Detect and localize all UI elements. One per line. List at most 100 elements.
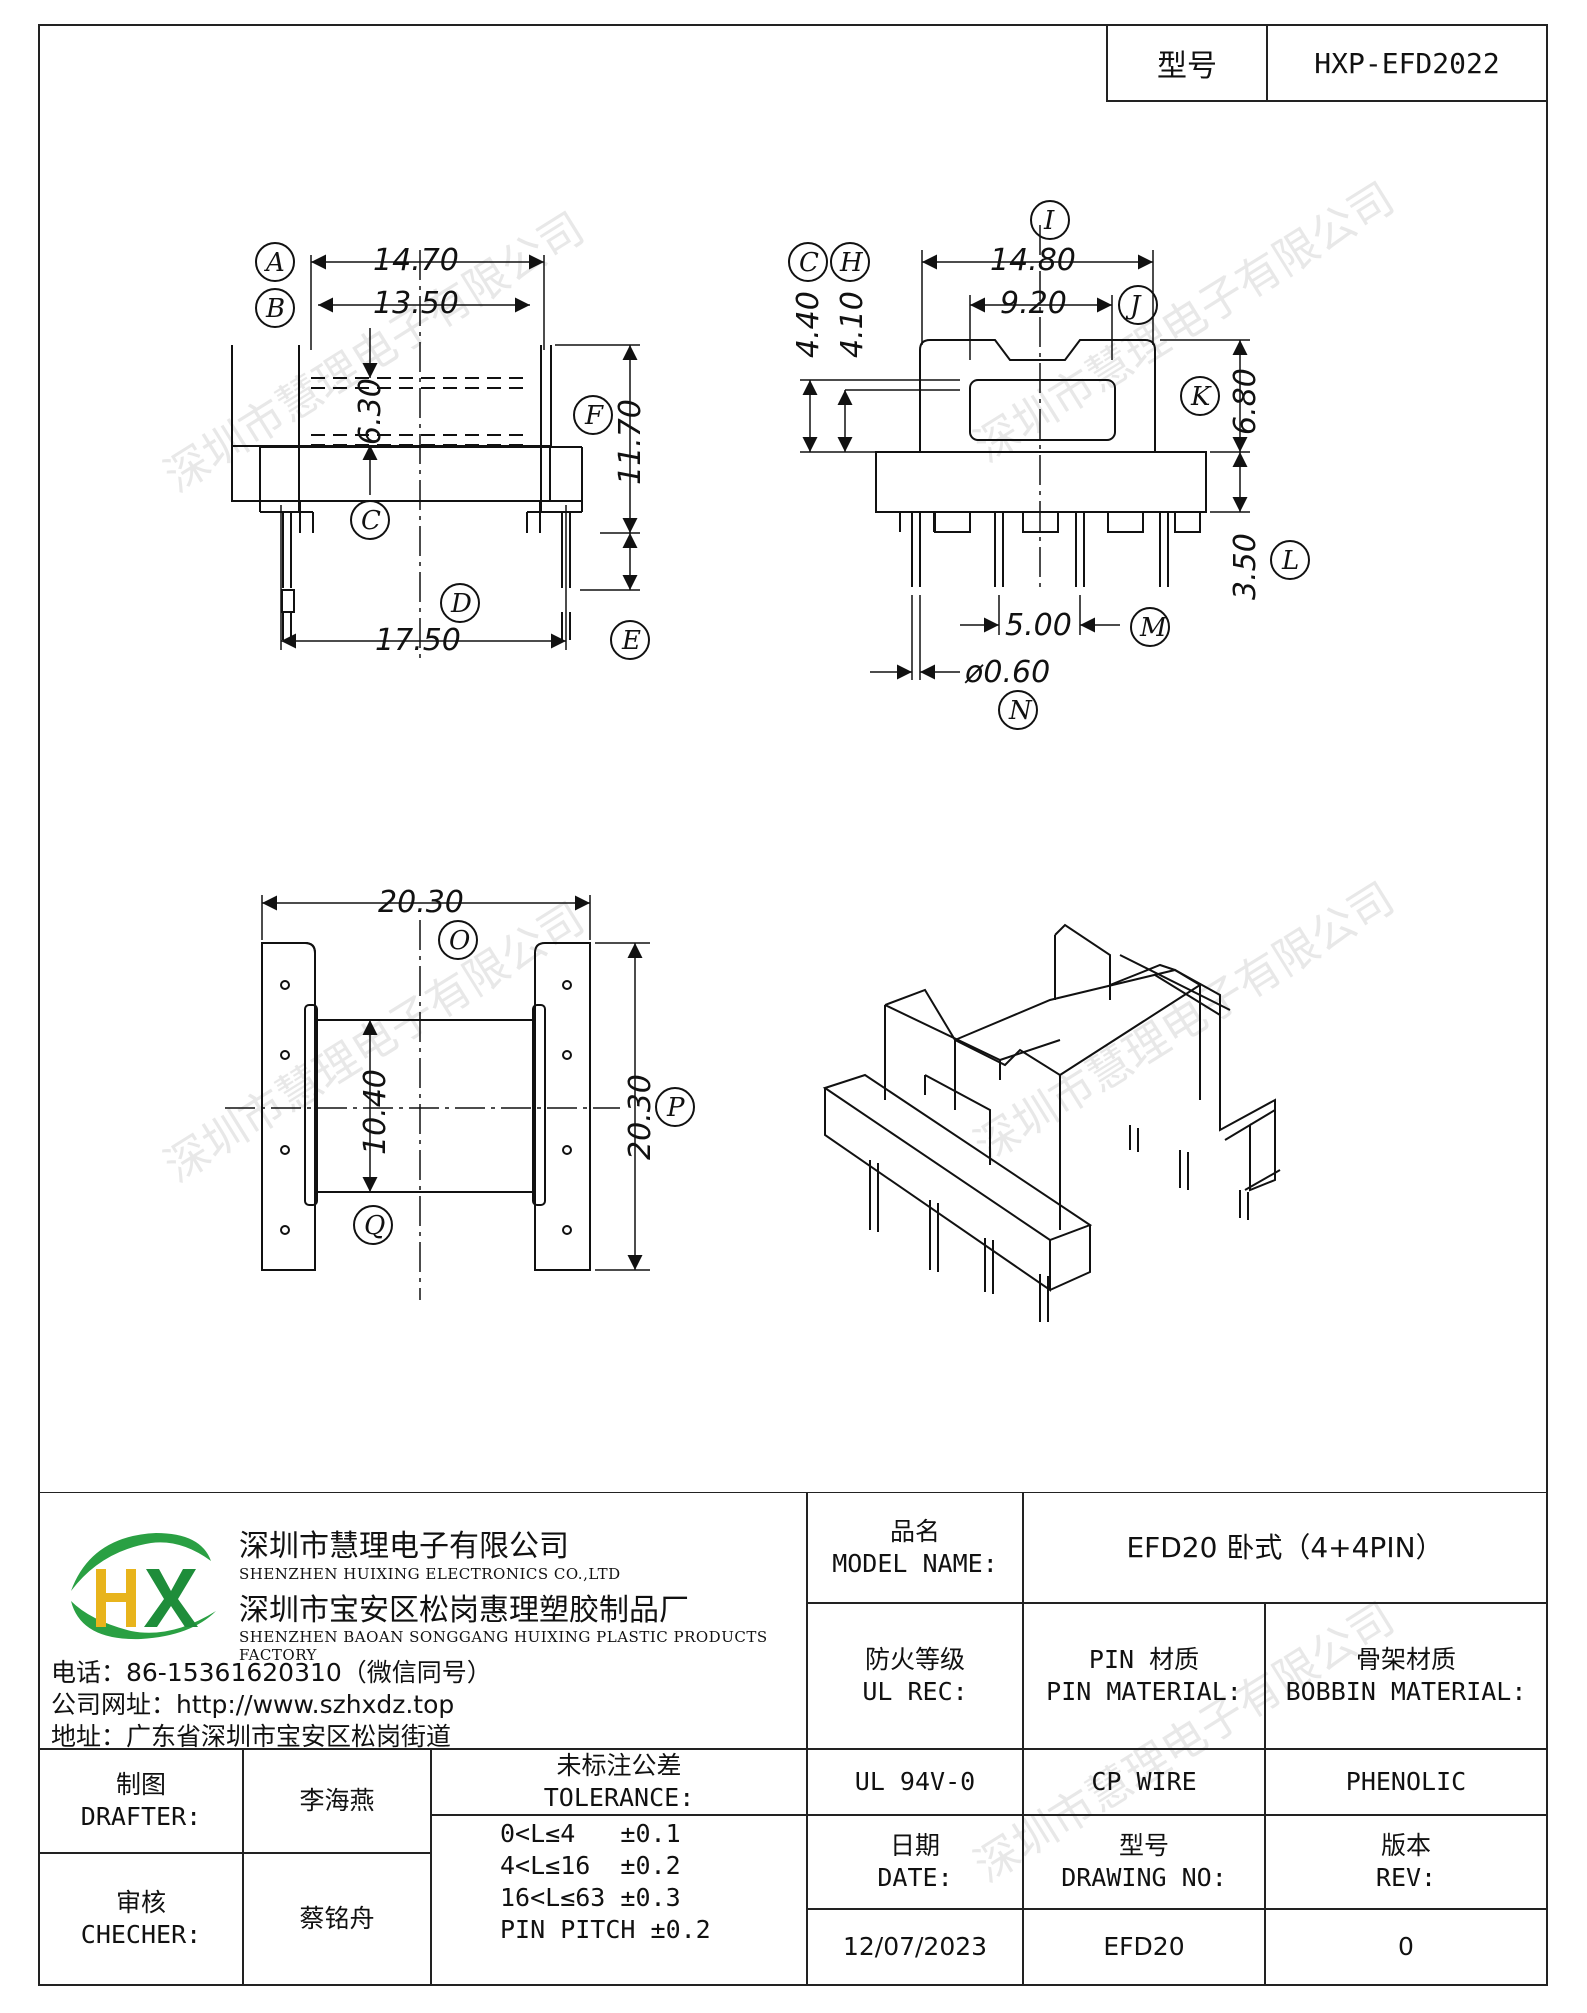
drawing-no-cn: 型号 [1118,1831,1169,1860]
model-name-label-cell: 品名 MODEL NAME: [806,1492,1024,1604]
pin-material-label-cell: PIN 材质 PIN MATERIAL: [1022,1602,1266,1750]
checker-name-cell: 蔡铭舟 [242,1852,432,1986]
dim-b: 13.50 [373,286,459,321]
tolerance-en: TOLERANCE: [543,1783,695,1812]
company-phone: 电话：86-15361620310（微信同号） [51,1658,492,1687]
drawing-no-label-cell: 型号 DRAWING NO: [1022,1814,1266,1910]
dim-q: 10.40 [358,1069,393,1155]
tolerance-values: 0<L≤4 ±0.1 4<L≤16 ±0.2 16<L≤63 ±0.3 PIN … [500,1818,711,1946]
tolerance-line: 16<L≤63 ±0.3 [500,1883,681,1912]
date-value: 12/07/2023 [842,1932,988,1961]
dim-c: 6.30 [353,378,388,445]
drafter-name: 李海燕 [299,1786,375,1815]
pin-material-cn: PIN 材质 [1088,1645,1200,1674]
dim-c2: 4.40 [791,291,826,358]
model-name-value: EFD20 卧式（4+4PIN） [1126,1531,1444,1564]
dim-a: 14.70 [373,243,459,278]
drawing-no-en: DRAWING NO: [1061,1863,1227,1892]
pin-material-en: PIN MATERIAL: [1046,1677,1242,1706]
dim-m: 5.00 [1005,608,1072,643]
model-name-value-cell: EFD20 卧式（4+4PIN） [1022,1492,1548,1604]
fire-rating-cn: 防火等级 [864,1645,965,1674]
balloon-o: O [449,926,470,956]
bobbin-material-cn: 骨架材质 [1355,1645,1456,1674]
checker-cn: 审核 [115,1888,166,1917]
date-value-cell: 12/07/2023 [806,1908,1024,1986]
fire-rating-value: UL 94V-0 [854,1767,976,1796]
tolerance-cn: 未标注公差 [556,1751,682,1780]
tolerance-header-cell: 未标注公差 TOLERANCE: [430,1748,808,1816]
tolerance-values-cell [430,1814,808,1986]
dim-k: 6.80 [1228,368,1263,435]
checker-en: CHECHER: [80,1920,202,1949]
model-label: 型号 [1108,26,1268,100]
front-view [231,250,640,660]
balloons: A B C F D E C H I J K L M N O P Q [255,200,1310,1245]
rev-label-cell: 版本 REV: [1264,1814,1548,1910]
drafter-label-cell: 制图 DRAFTER: [38,1748,244,1854]
company-name-en: SHENZHEN HUIXING ELECTRONICS CO.,LTD [239,1565,621,1583]
dim-o: 20.30 [378,885,464,920]
company-logo [71,1533,216,1640]
isometric-view [822,923,1281,1322]
rev-value-cell: 0 [1264,1908,1548,1986]
date-en: DATE: [877,1863,953,1892]
balloon-n: N [1008,696,1033,726]
model-name-cn: 品名 [889,1517,940,1546]
dim-n: ø0.60 [964,655,1050,690]
balloon-p: P [666,1093,685,1123]
balloon-j: J [1125,291,1142,321]
rev-cn: 版本 [1380,1831,1431,1860]
balloon-h: H [839,248,864,278]
pin-material-value: CP WIRE [1091,1767,1197,1796]
bobbin-material-value-cell: PHENOLIC [1264,1748,1548,1816]
date-cn: 日期 [889,1831,940,1860]
company-name-cn: 深圳市慧理电子有限公司 [239,1529,569,1564]
drafter-cn: 制图 [115,1770,166,1799]
checker-label-cell: 审核 CHECHER: [38,1852,244,1986]
bobbin-material-en: BOBBIN MATERIAL: [1285,1677,1527,1706]
balloon-a: A [264,248,285,278]
model-name-en: MODEL NAME: [832,1549,998,1578]
fire-rating-label-cell: 防火等级 UL REC: [806,1602,1024,1750]
dim-l: 3.50 [1228,533,1263,600]
balloon-b: B [265,294,285,324]
balloon-l: L [1281,546,1299,576]
date-label-cell: 日期 DATE: [806,1814,1024,1910]
drafter-en: DRAFTER: [80,1802,202,1831]
tolerance-line: PIN PITCH ±0.2 [500,1915,711,1944]
balloon-e: E [621,626,641,656]
fire-rating-en: UL REC: [862,1677,968,1706]
factory-name-en: SHENZHEN BAOAN SONGGANG HUIXING PLASTIC … [239,1628,768,1664]
balloon-k: K [1190,382,1212,412]
dim-h: 4.10 [835,291,870,358]
company-info-block: 深圳市慧理电子有限公司 SHENZHEN HUIXING ELECTRONICS… [38,1492,808,1751]
balloon-c: C [361,506,381,536]
bottom-view [225,895,650,1300]
balloon-m: M [1139,613,1168,643]
model-value: HXP-EFD2022 [1314,46,1500,80]
balloon-f: F [584,401,604,431]
drawing-no-value: EFD20 [1103,1932,1185,1961]
model-number-box: 型号 HXP-EFD2022 [1106,24,1548,102]
rev-value: 0 [1398,1932,1414,1961]
bobbin-material-label-cell: 骨架材质 BOBBIN MATERIAL: [1264,1602,1548,1750]
dim-d: 17.50 [375,623,461,658]
dim-p: 20.30 [623,1074,658,1160]
balloon-i: I [1043,206,1055,236]
fire-rating-value-cell: UL 94V-0 [806,1748,1024,1816]
drafter-name-cell: 李海燕 [242,1748,432,1854]
factory-name-cn: 深圳市宝安区松岗惠理塑胶制品厂 [239,1593,689,1628]
company-address: 地址：广东省深圳市宝安区松岗街道 [51,1722,452,1751]
tolerance-line: 0<L≤4 ±0.1 [500,1819,681,1848]
pin-material-value-cell: CP WIRE [1022,1748,1266,1816]
dim-f: 11.70 [613,399,648,485]
dim-j: 9.20 [1000,286,1067,321]
tolerance-line: 4<L≤16 ±0.2 [500,1851,681,1880]
balloon-q: Q [364,1211,385,1241]
drawing-no-value-cell: EFD20 [1022,1908,1266,1986]
side-view [800,225,1250,680]
rev-en: REV: [1375,1863,1437,1892]
company-website: 公司网址：http://www.szhxdz.top [51,1690,455,1719]
